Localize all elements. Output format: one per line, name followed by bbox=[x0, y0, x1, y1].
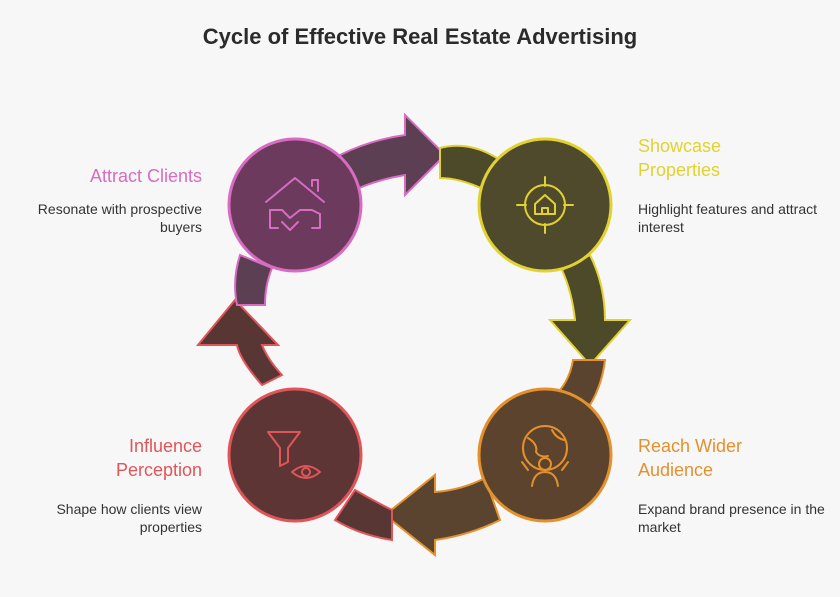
step-title-reach-wider-audience: Reach Wider Audience bbox=[638, 434, 828, 482]
node-attract-clients bbox=[227, 137, 363, 273]
step-title-line2: Perception bbox=[115, 460, 202, 480]
node-showcase-properties bbox=[477, 137, 613, 273]
node-reach-wider-audience bbox=[477, 387, 613, 523]
arrow-influence-to-attract bbox=[195, 253, 284, 387]
step-title-showcase-properties: Showcase Properties bbox=[638, 134, 828, 182]
step-desc-attract-clients: Resonate with prospective buyers bbox=[37, 201, 202, 235]
step-title-line1: Attract Clients bbox=[89, 166, 202, 186]
funnel-eye-icon bbox=[267, 431, 321, 479]
step-title-line2: Audience bbox=[638, 460, 714, 480]
arrow-attract-to-showcase bbox=[338, 112, 502, 198]
step-title-attract-clients: Attract Clients bbox=[20, 164, 202, 188]
step-desc-influence-perception: Shape how clients view properties bbox=[56, 501, 202, 535]
house-handshake-icon bbox=[265, 177, 325, 231]
step-desc-showcase-properties: Highlight features and attract interest bbox=[638, 201, 817, 235]
step-title-influence-perception: Influence Perception bbox=[20, 434, 202, 482]
arrow-showcase-to-reach bbox=[547, 253, 633, 407]
step-desc-reach-wider-audience: Expand brand presence in the market bbox=[638, 501, 825, 535]
globe-person-icon bbox=[521, 425, 569, 487]
node-influence-perception bbox=[227, 387, 363, 523]
step-title-line1: Showcase bbox=[638, 136, 722, 156]
arrow-reach-to-influence bbox=[333, 472, 502, 558]
step-title-line2: Properties bbox=[638, 160, 721, 180]
house-target-icon bbox=[516, 176, 574, 234]
diagram-title: Cycle of Effective Real Estate Advertisi… bbox=[202, 24, 638, 49]
step-title-line1: Reach Wider bbox=[638, 436, 743, 456]
step-title-line1: Influence bbox=[128, 436, 202, 456]
